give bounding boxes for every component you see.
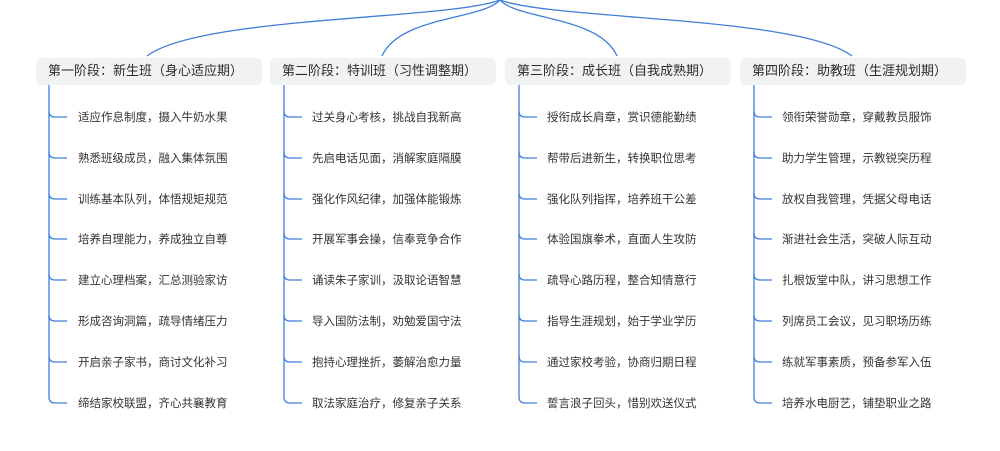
stage-2-branch-4 — [283, 232, 302, 240]
stage-4-branch-7 — [753, 355, 772, 363]
stage-2-branch-8 — [283, 396, 302, 404]
stage-2-item[interactable]: 过关身心考核，挑战自我新高 — [312, 110, 462, 124]
stage-1-branch-5 — [48, 273, 67, 281]
stage-3-branch-2 — [518, 151, 537, 159]
stage-4-branch-5 — [753, 273, 772, 281]
stage-1-branch-7 — [48, 355, 67, 363]
stage-4-item[interactable]: 练就军事素质，预备参军入伍 — [782, 355, 932, 369]
root-connector-3 — [499, 0, 618, 57]
stage-4-item[interactable]: 放权自我管理，凭据父母电话 — [782, 192, 932, 206]
stage-3-item[interactable]: 疏导心路历程，整合知情意行 — [547, 273, 697, 287]
stage-2-header[interactable]: 第二阶段：特训班（习性调整期） — [270, 58, 496, 85]
stage-3-branch-8 — [518, 396, 537, 404]
stage-1-item[interactable]: 熟悉班级成员，融入集体氛围 — [78, 151, 228, 165]
stage-1-item[interactable]: 形成咨询洞篇，疏导情绪压力 — [78, 314, 228, 328]
root-connector-2 — [381, 0, 501, 57]
stage-4-branch-6 — [753, 314, 772, 322]
stage-2-item[interactable]: 导入国防法制，劝勉爱国守法 — [312, 314, 462, 328]
stage-4-item[interactable]: 列席员工会议，见习职场历练 — [782, 314, 932, 328]
stage-2-branch-2 — [283, 151, 302, 159]
stage-1-header[interactable]: 第一阶段：新生班（身心适应期） — [36, 58, 262, 85]
stage-3-header[interactable]: 第三阶段：成长班（自我成熟期） — [505, 58, 731, 85]
stage-1-branch-8 — [48, 396, 67, 404]
stage-2-item[interactable]: 开展军事会操，信奉竞争合作 — [312, 232, 462, 246]
stage-1-branch-4 — [48, 232, 67, 240]
stage-2-branch-5 — [283, 273, 302, 281]
stage-3-branch-7 — [518, 355, 537, 363]
stage-3-item[interactable]: 指导生涯规划，始于学业学历 — [547, 314, 697, 328]
stage-1-item[interactable]: 开启亲子家书，商讨文化补习 — [78, 355, 228, 369]
stage-1-branch-3 — [48, 192, 67, 200]
stage-1-item[interactable]: 建立心理档案，汇总测验家访 — [78, 273, 228, 287]
stage-4-branch-3 — [753, 192, 772, 200]
stage-3-item[interactable]: 体验国旗拳术，直面人生攻防 — [547, 232, 697, 246]
stage-4-header[interactable]: 第四阶段：助教班（生涯规划期） — [740, 58, 966, 85]
stage-4-branch-4 — [753, 232, 772, 240]
stage-2-branch-3 — [283, 192, 302, 200]
stage-1-branch-6 — [48, 314, 67, 322]
stage-4-item[interactable]: 领衔荣誉勋章，穿戴教员服饰 — [782, 110, 932, 124]
root-connector-1 — [146, 0, 501, 57]
stage-3-item[interactable]: 强化队列指挥，培养班干公差 — [547, 192, 697, 206]
stage-2-item[interactable]: 强化作风纪律，加强体能锻炼 — [312, 192, 462, 206]
stage-3-item[interactable]: 通过家校考验，协商归期日程 — [547, 355, 697, 369]
stage-3-item[interactable]: 授衔成长肩章，赏识德能勤绩 — [547, 110, 697, 124]
stage-1-branch-1 — [48, 110, 67, 118]
stage-2-item[interactable]: 先启电话见面，消解家庭隔膜 — [312, 151, 462, 165]
stage-4-item[interactable]: 扎根饭堂中队，讲习思想工作 — [782, 273, 932, 287]
stage-4-branch-2 — [753, 151, 772, 159]
stage-4-branch-8 — [753, 396, 772, 404]
root-connector-4 — [499, 0, 853, 57]
stage-2-branch-7 — [283, 355, 302, 363]
stage-3-branch-5 — [518, 273, 537, 281]
stage-3-branch-3 — [518, 192, 537, 200]
stage-3-branch-6 — [518, 314, 537, 322]
stage-3-branch-4 — [518, 232, 537, 240]
stage-2-item[interactable]: 取法家庭治疗，修复亲子关系 — [312, 396, 462, 410]
stage-2-item[interactable]: 抱持心理挫折，萎解治愈力量 — [312, 355, 462, 369]
stage-3-item[interactable]: 誓言浪子回头，惜别欢送仪式 — [547, 396, 697, 410]
stage-1-branch-2 — [48, 151, 67, 159]
stage-2-branch-6 — [283, 314, 302, 322]
stage-1-item[interactable]: 训练基本队列，体悟规矩规范 — [78, 192, 228, 206]
stage-4-item[interactable]: 渐进社会生活，突破人际互动 — [782, 232, 932, 246]
stage-1-item[interactable]: 缔结家校联盟，齐心共襄教育 — [78, 396, 228, 410]
stage-4-item[interactable]: 培养水电厨艺，铺垫职业之路 — [782, 396, 932, 410]
stage-2-branch-1 — [283, 110, 302, 118]
stage-1-item[interactable]: 适应作息制度，摄入牛奶水果 — [78, 110, 228, 124]
stage-2-item[interactable]: 诵读朱子家训，汲取论语智慧 — [312, 273, 462, 287]
stage-1-item[interactable]: 培养自理能力，养成独立自尊 — [78, 232, 228, 246]
stage-3-branch-1 — [518, 110, 537, 118]
stage-4-item[interactable]: 助力学生管理，示教锐突历程 — [782, 151, 932, 165]
stage-3-item[interactable]: 帮带后进新生，转换职位思考 — [547, 151, 697, 165]
stage-4-branch-1 — [753, 110, 772, 118]
